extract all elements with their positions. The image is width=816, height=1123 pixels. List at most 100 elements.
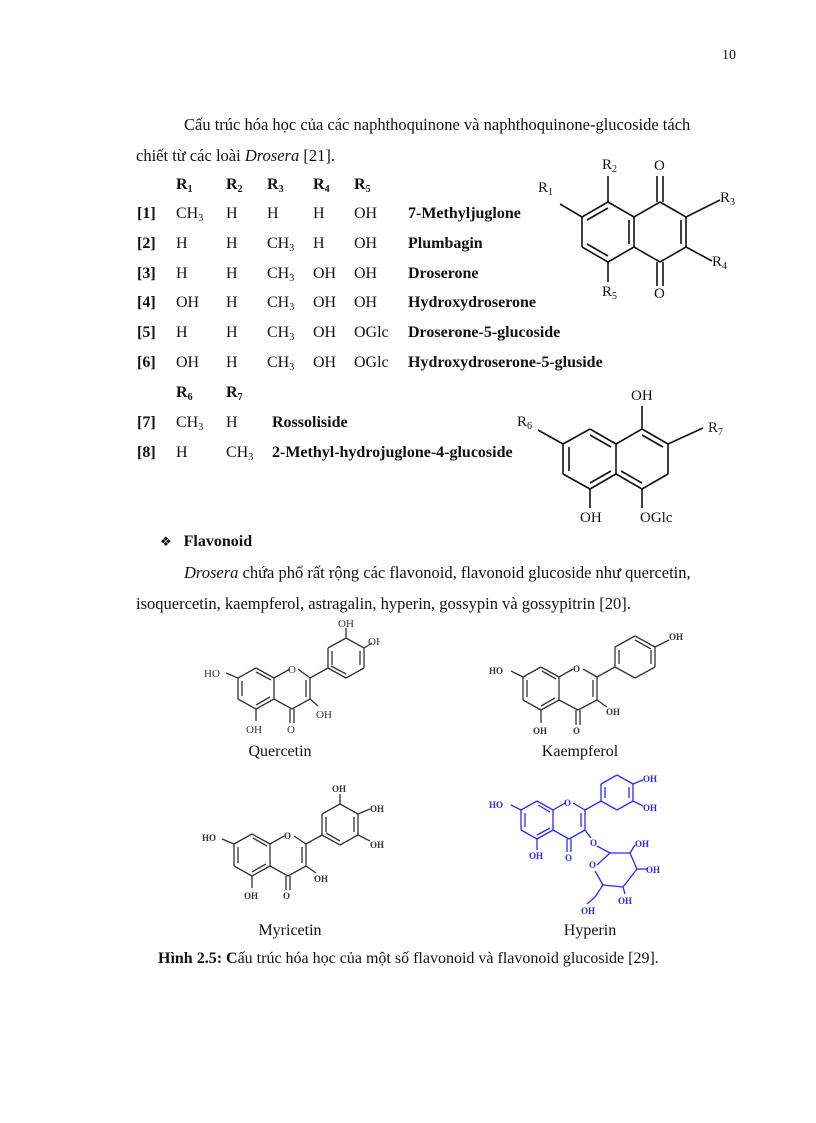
caption-label: Hình 2.5: [158,950,223,967]
cell-r4: H [313,235,325,252]
cell-r3: CH3 [267,294,295,313]
svg-text:OH: OH [332,784,346,794]
svg-text:O: O [287,724,295,736]
label-r4: R4 [712,254,727,272]
svg-text:O: O [590,838,597,848]
svg-text:HO: HO [204,668,220,680]
page-number: 10 [722,48,736,63]
cell-r6: CH3 [176,414,204,433]
label-oh-bottom: OH [580,510,602,525]
cell-r1: OH [176,294,200,311]
svg-text:OH: OH [606,707,620,717]
svg-text:OH: OH [581,906,595,916]
svg-text:O: O [565,853,572,863]
svg-text:O: O [564,798,571,808]
hydrojuglone-glucoside-structure: OH R6 R7 OH OGlc [517,388,723,525]
svg-text:OH: OH [370,840,384,850]
cell-r5: OGlc [354,354,389,371]
row-id: [2] [137,235,156,252]
section-heading: Flavonoid [183,533,253,550]
naphthoquinone-structure: R2 O R1 R3 R4 R5 O [538,157,735,302]
label-o-top: O [654,158,665,174]
cell-r1: CH3 [176,205,204,224]
compound-name: Hydroxydroserone-5-gluside [408,354,603,371]
cell-r5: OH [354,294,378,311]
svg-text:O: O [573,664,580,674]
molecule-name: Kaempferol [541,743,619,760]
row-id: [8] [137,444,156,461]
svg-text:HO: HO [489,666,503,676]
flavonoid-heading: ❖ Flavonoid [160,533,252,551]
label-r2: R2 [602,157,617,175]
intro-line-1: Cấu trúc hóa học của các naphthoquinone … [184,115,691,134]
cell-r3: CH3 [267,265,295,284]
cell-r6: H [176,444,188,461]
svg-text:OH: OH [368,636,380,648]
svg-text:O: O [573,726,580,736]
row-id: [1] [137,205,156,222]
compound-name: Droserone [408,265,479,282]
svg-text:OH: OH [635,839,649,849]
cell-r4: OH [313,324,337,341]
caption-text: ấu trúc hóa học của một số flavonoid và … [237,950,659,967]
row-id: [4] [137,294,156,311]
label-r7: R7 [708,420,723,438]
svg-text:O: O [589,860,596,870]
molecule-name: Myricetin [258,922,322,939]
header-r7: R7 [226,384,243,403]
cell-r1: H [176,265,188,282]
compound-name: Plumbagin [408,235,483,252]
row-id: [3] [137,265,156,282]
cell-r5: OH [354,235,378,252]
svg-text:OH: OH [643,803,657,813]
svg-text:OH: OH [244,891,258,901]
svg-text:OH: OH [246,724,262,736]
svg-text:OH: OH [533,726,547,736]
cell-r2: H [226,294,238,311]
flavonoid-para-line-2: isoquercetin, kaempferol, astragalin, hy… [136,594,631,613]
cell-r2: H [226,235,238,252]
para-text: chứa phổ rất rộng các flavonoid, flavono… [238,563,691,582]
row-id: [7] [137,414,156,431]
svg-text:O: O [283,891,290,901]
header-r1: R1 [176,176,193,195]
intro-citation: [21]. [299,146,335,165]
cell-r7: H [226,414,238,431]
genus-name: Drosera [184,563,239,582]
molecule-name: Hyperin [563,922,617,939]
header-r3: R3 [267,176,284,195]
cell-r3: CH3 [267,354,295,373]
flavonoid-para-line-1: Drosera chứa phổ rất rộng các flavonoid,… [184,557,691,588]
svg-text:OH: OH [618,896,632,906]
cell-r3: CH3 [267,324,295,343]
svg-text:OH: OH [370,804,384,814]
cell-r2: H [226,205,238,222]
label-o-bottom: O [654,286,665,302]
header-r6: R6 [176,384,193,403]
intro-text: chiết từ các loài [136,146,245,165]
compound-name: 2-Methyl-hydrojuglone-4-glucoside [272,444,513,461]
compound-name: Hydroxydroserone [408,294,537,311]
cell-r4: OH [313,354,337,371]
cell-r4: OH [313,294,337,311]
label-r6: R6 [517,414,532,432]
svg-text:OH: OH [643,774,657,784]
svg-text:OH: OH [316,709,332,721]
cell-r1: OH [176,354,200,371]
label-r5: R5 [602,284,617,302]
svg-text:HO: HO [202,833,216,843]
header-r4: R4 [313,176,330,195]
svg-text:OH: OH [529,851,543,861]
cell-r2: H [226,324,238,341]
cell-r5: OH [354,205,378,222]
label-oglc: OGlc [640,510,673,525]
svg-text:OH: OH [338,618,354,630]
svg-text:OH: OH [314,874,328,884]
cell-r2: H [226,354,238,371]
bullet-icon: ❖ [160,535,172,550]
caption-initial: C [222,950,238,967]
svg-text:OH: OH [646,865,660,875]
